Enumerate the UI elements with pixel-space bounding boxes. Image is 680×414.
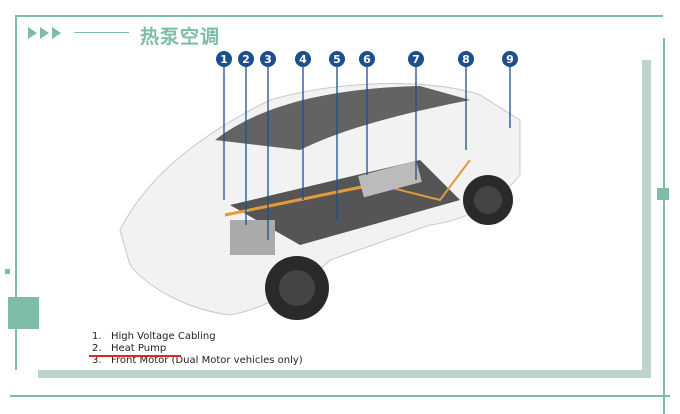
callout-number: 6	[363, 53, 371, 66]
callout-number: 2	[242, 53, 250, 66]
legend-label: Front Motor (Dual Motor vehicles only)	[111, 355, 303, 366]
panel-bottom-edge	[38, 370, 651, 378]
legend-num: 1.	[92, 331, 102, 342]
callout-number: 8	[462, 53, 470, 66]
callout-marker	[329, 51, 345, 67]
deco-square-right	[657, 188, 669, 200]
frame-left-line	[15, 15, 17, 370]
legend-item: 1. High Voltage Cabling	[92, 331, 303, 343]
legend-label: High Voltage Cabling	[111, 331, 216, 342]
frame-right-line	[663, 38, 665, 414]
legend-item: 3. Front Motor (Dual Motor vehicles only)	[92, 355, 303, 367]
deco-dot-left	[5, 269, 10, 274]
callout-marker	[502, 51, 518, 67]
callout-number: 3	[264, 53, 272, 66]
callout-marker	[260, 51, 276, 67]
legend-num: 2.	[92, 343, 102, 354]
callout-marker	[408, 51, 424, 67]
callout-marker	[238, 51, 254, 67]
panel-right-edge	[642, 60, 651, 378]
legend-label: Heat Pump	[111, 343, 167, 354]
legend-list: 1. High Voltage Cabling 2. Heat Pump 3. Fro…	[92, 331, 303, 367]
arrow-icons	[28, 27, 61, 39]
highlight-underline	[89, 355, 181, 357]
callout-marker	[295, 51, 311, 67]
callout-marker	[216, 51, 232, 67]
page-title: 热泵空调	[140, 26, 221, 48]
car-body	[119, 83, 521, 320]
callout-number: 1	[220, 53, 228, 66]
title-rule	[74, 32, 129, 33]
callout-number: 7	[412, 53, 420, 66]
deco-square-left	[8, 297, 39, 329]
legend-item: 2. Heat Pump	[92, 343, 303, 355]
legend-num: 3.	[92, 355, 102, 366]
callout-number: 4	[299, 53, 307, 66]
callout-marker	[458, 51, 474, 67]
frame-top-line	[15, 15, 663, 17]
callout-number: 5	[333, 53, 341, 66]
callout-number: 9	[506, 53, 514, 66]
frame-bottom-line	[10, 395, 670, 397]
callout-marker	[359, 51, 375, 67]
